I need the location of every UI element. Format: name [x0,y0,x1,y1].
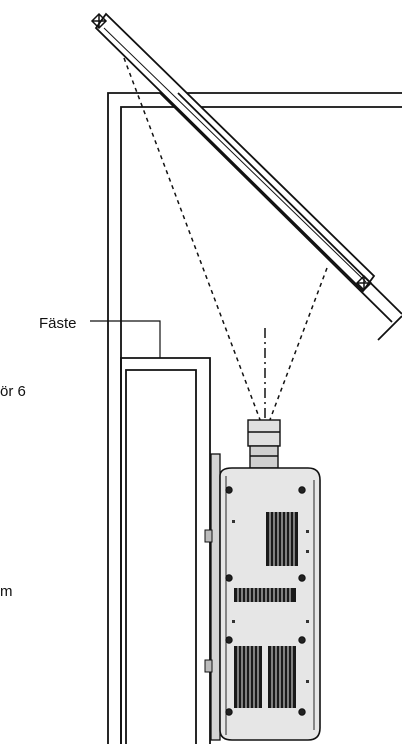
bracket [120,357,211,744]
bracket-label: Fäste [39,315,77,332]
clipped-annotation-top: ör 6 [0,383,26,400]
mirror-mount-top [90,12,108,30]
bracket-leader-line [90,320,161,358]
bracket-inner [125,369,197,744]
clipped-annotation-bottom: m [0,583,13,600]
mirror [90,12,376,293]
cabinet-outer-wall [107,92,402,744]
bracket-outer [120,357,211,744]
diagonal-strut [159,92,402,341]
vent-slats [237,512,295,708]
projector-feet [225,486,306,716]
projection-beam [123,57,328,426]
projector-vents [234,512,298,708]
projector-lens [247,419,281,469]
projector [204,419,321,741]
projector-mount-plate [210,453,221,741]
